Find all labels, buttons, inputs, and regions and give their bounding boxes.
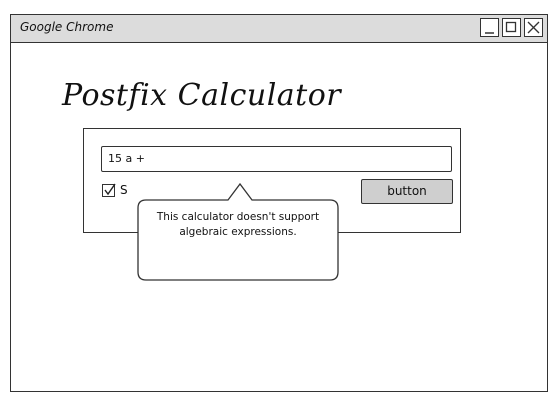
page-title: Postfix Calculator: [62, 78, 342, 113]
maximize-icon[interactable]: [502, 18, 521, 37]
window-controls: [480, 18, 543, 37]
option-checkbox-label: S: [120, 183, 128, 197]
minimize-icon[interactable]: [480, 18, 499, 37]
expression-input[interactable]: 15 a +: [101, 146, 452, 172]
window-title: Google Chrome: [20, 20, 114, 34]
checkmark-icon: [104, 183, 116, 196]
title-bar: Google Chrome: [11, 15, 547, 43]
tooltip-callout: [137, 182, 339, 281]
tooltip-message: This calculator doesn't support algebrai…: [156, 211, 320, 238]
option-checkbox[interactable]: [102, 183, 116, 197]
action-button[interactable]: button: [361, 179, 453, 204]
close-icon[interactable]: [524, 18, 543, 37]
